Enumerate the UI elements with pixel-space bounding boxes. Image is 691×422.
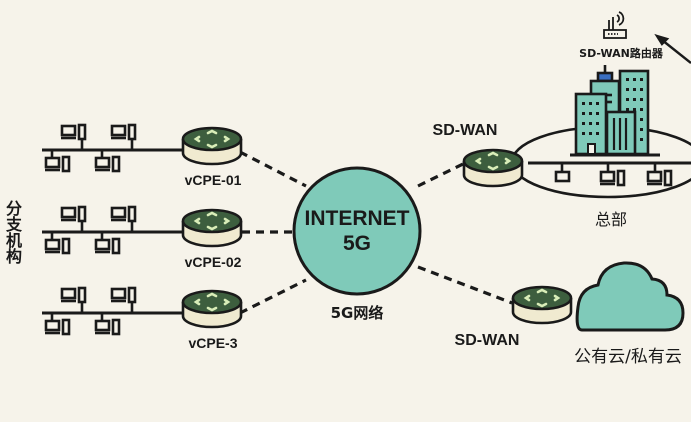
hq-pc-icon — [598, 169, 626, 187]
branch-site: vCPE-3 — [42, 286, 243, 351]
window — [633, 108, 636, 111]
window — [582, 112, 585, 115]
window — [582, 132, 585, 135]
window — [596, 112, 599, 115]
hq-sdwan-router-icon — [462, 148, 524, 188]
window — [589, 122, 592, 125]
window — [626, 108, 629, 111]
hq-windows — [582, 78, 643, 141]
window — [596, 102, 599, 105]
5g-network-caption: 5G网络 — [331, 304, 384, 322]
cloud-sdwan-label: SD-WAN — [455, 332, 520, 349]
window — [640, 98, 643, 101]
cloud-sdwan-router-icon — [511, 285, 573, 325]
pc-icon — [109, 205, 137, 223]
pc-icon — [43, 237, 71, 255]
cloud-icon — [575, 261, 685, 332]
headquarters: SD-WAN 总部 — [433, 65, 691, 229]
window — [626, 88, 629, 91]
pc-icon — [93, 237, 121, 255]
internet-label: INTERNET — [305, 207, 410, 230]
hq-pc-icon — [645, 169, 673, 187]
pointer-arrow — [654, 33, 691, 64]
window — [626, 98, 629, 101]
window — [582, 122, 585, 125]
cloud-caption: 公有云/私有云 — [574, 347, 682, 367]
window — [589, 102, 592, 105]
hq-caption: 总部 — [595, 210, 627, 229]
window — [640, 78, 643, 81]
window — [640, 118, 643, 121]
internet-5g-label: 5G — [343, 232, 371, 255]
branch-sites: vCPE-01 vCPE-02 vCPE-3 — [42, 123, 243, 351]
window — [589, 132, 592, 135]
sdwan-router-label: SD-WAN路由器 — [579, 46, 664, 60]
link-vcpe3-internet — [239, 278, 307, 315]
window — [596, 132, 599, 135]
link-internet-cloud — [417, 265, 513, 305]
pc-icon — [43, 318, 71, 336]
branch-label: 分支机构 — [3, 200, 22, 264]
window — [633, 98, 636, 101]
window — [640, 128, 643, 131]
vcpe-router-icon — [181, 208, 243, 248]
pc-icon — [59, 205, 87, 223]
internet-5g-node: INTERNET 5G — [292, 166, 422, 296]
vcpe-router-icon — [181, 126, 243, 166]
window — [633, 78, 636, 81]
link-vcpe01-internet — [239, 150, 307, 188]
pc-icon — [43, 155, 71, 173]
window — [626, 78, 629, 81]
hq-sdwan-label: SD-WAN — [433, 122, 498, 139]
pc-icon — [59, 123, 87, 141]
window — [640, 88, 643, 91]
window — [596, 122, 599, 125]
internet-circle — [292, 166, 422, 296]
dashed-links — [239, 150, 513, 315]
pc-icon — [93, 155, 121, 173]
cloud-site: SD-WAN 公有云/私有云 — [455, 261, 685, 367]
vcpe-router-icon — [181, 289, 243, 329]
branch-site: vCPE-02 — [42, 205, 243, 270]
pc-icon — [109, 286, 137, 304]
window — [589, 112, 592, 115]
vcpe-label: vCPE-3 — [188, 335, 237, 351]
sdwan-router-device: SD-WAN路由器 — [579, 11, 691, 64]
window — [582, 102, 585, 105]
window — [640, 108, 643, 111]
hq-device-icon — [554, 170, 571, 183]
wireless-router-icon — [603, 11, 627, 39]
vcpe-label: vCPE-01 — [185, 172, 242, 188]
vcpe-label: vCPE-02 — [185, 254, 242, 270]
window — [640, 138, 643, 141]
window — [633, 88, 636, 91]
branch-site: vCPE-01 — [42, 123, 243, 188]
pc-icon — [93, 318, 121, 336]
pc-icon — [109, 123, 137, 141]
hq-lan-drops — [560, 163, 657, 172]
pc-icon — [59, 286, 87, 304]
hq-buildings-icon — [574, 65, 650, 156]
link-internet-hq — [417, 161, 466, 188]
